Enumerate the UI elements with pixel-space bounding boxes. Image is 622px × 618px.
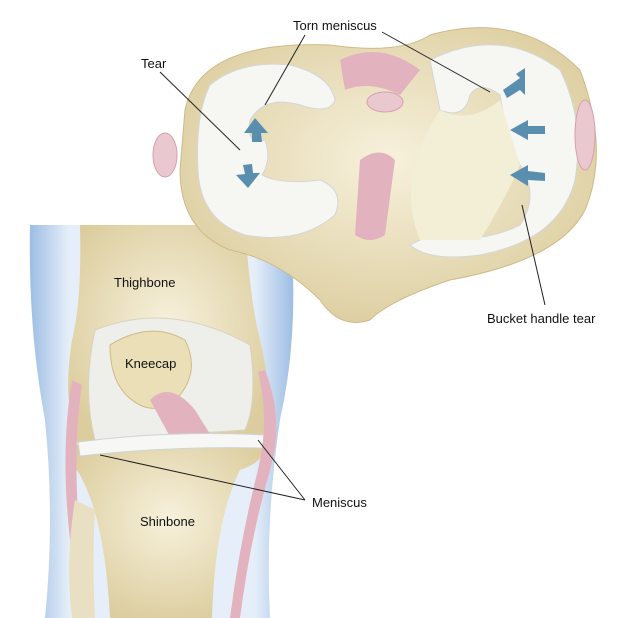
label-thighbone: Thighbone — [114, 275, 175, 290]
front-knee-view — [29, 225, 294, 618]
fibula-shape — [69, 500, 95, 618]
shinbone-shape — [72, 438, 266, 618]
leader-lines — [99, 31, 546, 501]
cut-ligament — [366, 91, 404, 113]
kneecap-shape — [109, 330, 192, 409]
label-tear: Tear — [141, 56, 167, 71]
label-meniscus: Meniscus — [312, 495, 367, 510]
label-bucket-handle-tear: Bucket handle tear — [487, 311, 596, 326]
tear-arrows — [236, 68, 545, 188]
anterior-ligament — [340, 52, 420, 95]
arrow-icon — [503, 68, 525, 98]
medial-ligament — [65, 380, 82, 540]
posterior-ligament — [355, 152, 395, 240]
arrow-icon — [510, 165, 545, 186]
arrow-icon — [236, 164, 260, 188]
ligament-stub-right — [574, 99, 596, 171]
medial-meniscus-torn — [197, 63, 339, 238]
label-torn-meniscus: Torn meniscus — [293, 18, 377, 33]
lateral-plateau — [411, 100, 520, 240]
top-view-tibial-plateau — [152, 27, 597, 323]
meniscus-shape — [77, 433, 266, 457]
label-kneecap: Kneecap — [125, 356, 176, 371]
ligament-stub-left — [152, 132, 178, 178]
label-shinbone: Shinbone — [140, 514, 195, 529]
arrow-icon — [510, 120, 545, 140]
lateral-ligament — [230, 370, 277, 618]
arrow-icon — [244, 118, 268, 142]
